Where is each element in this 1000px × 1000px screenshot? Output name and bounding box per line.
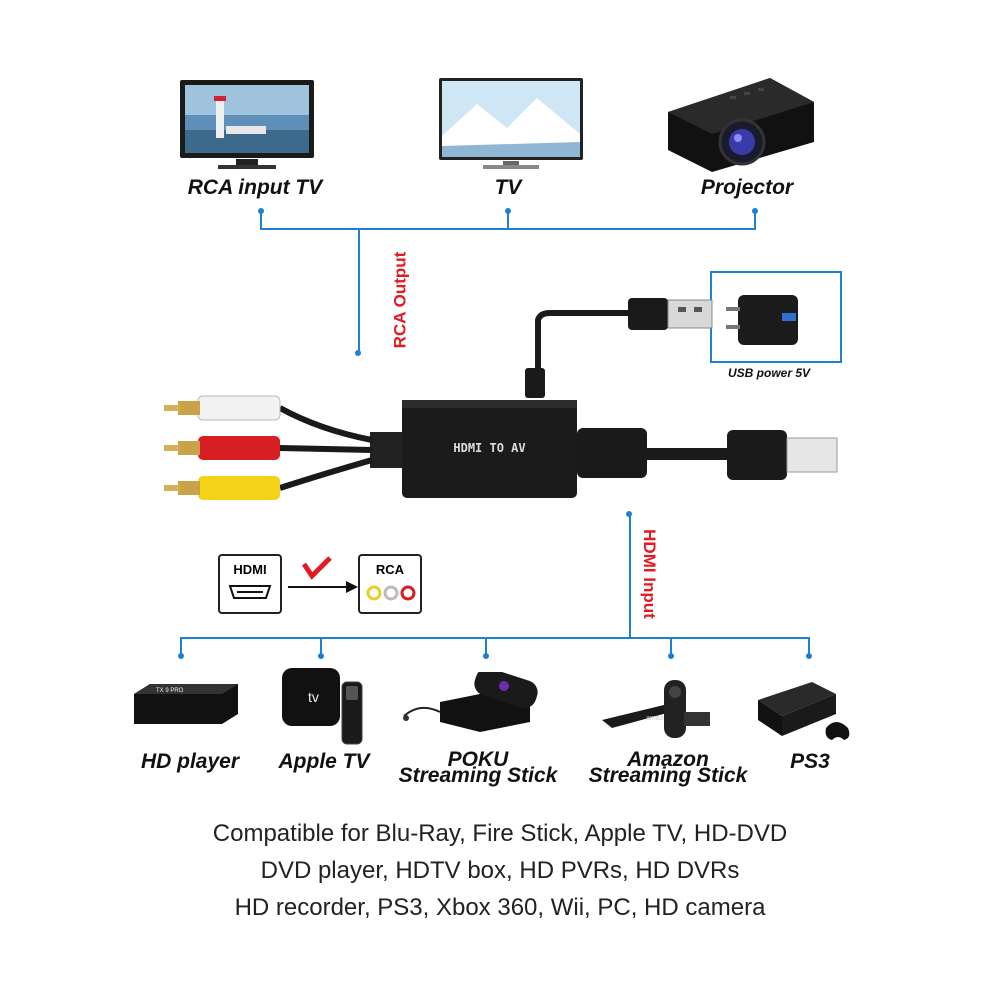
connector-dot — [318, 653, 324, 659]
connector-dot — [355, 350, 361, 356]
source-label-apple-tv: Apple TV — [278, 750, 370, 773]
usb-power-label: USB power 5V — [728, 366, 811, 380]
connector-dot — [752, 208, 758, 214]
source-label-amazon: Amazon Streaming Stick — [588, 748, 748, 787]
connector-line — [507, 212, 509, 230]
flat-tv-image — [439, 78, 583, 169]
projector-image — [668, 78, 814, 172]
apple-tv-brand: tv — [308, 689, 319, 705]
compatibility-line-3: HD recorder, PS3, Xbox 360, Wii, PC, HD … — [234, 894, 766, 921]
usb-charger-icon — [726, 295, 798, 345]
hdmi-input-label: HDMI Input — [639, 529, 659, 619]
source-label-poku-line1: POKU — [447, 748, 509, 771]
fire-stick-image: amazon — [602, 680, 710, 738]
connector-line — [808, 637, 810, 655]
source-label-amazon-line1: Amazon — [627, 748, 709, 771]
compatibility-line-2: DVD player, HDTV box, HD PVRs, HD DVRs — [260, 857, 740, 884]
connector-line — [485, 637, 487, 655]
connector-line — [754, 212, 756, 230]
output-label-tv: TV — [494, 176, 522, 199]
hdmi-badge: HDMI — [218, 554, 282, 614]
source-label-amazon-line2: Streaming Stick — [588, 764, 748, 787]
source-label-hd-player: HD player — [140, 750, 240, 773]
apple-tv-image: tv — [282, 668, 363, 745]
source-bus-line — [180, 637, 810, 639]
connector-line — [320, 637, 322, 655]
output-bus-line — [260, 228, 756, 230]
source-label-ps3: PS3 — [790, 750, 830, 773]
ps3-image — [758, 682, 850, 740]
connector-dot — [505, 208, 511, 214]
amazon-brand: amazon — [646, 715, 671, 722]
compatibility-line-1: Compatible for Blu-Ray, Fire Stick, Appl… — [212, 820, 788, 847]
hd-player-image: TX 9 PRO — [134, 684, 238, 724]
roku-image — [403, 672, 538, 732]
connector-dot — [483, 653, 489, 659]
connector-dot — [806, 653, 812, 659]
hdmi-port-icon — [228, 585, 272, 599]
rca-output-line — [358, 228, 360, 354]
connector-line — [670, 637, 672, 655]
source-label-poku: POKU Streaming Stick — [398, 748, 558, 787]
rca-badge: RCA — [358, 554, 422, 614]
source-label-poku-line2: Streaming Stick — [398, 764, 558, 787]
hd-player-brand: TX 9 PRO — [156, 688, 184, 694]
convert-arrow — [288, 556, 358, 593]
converter-label: HDMI TO AV — [453, 441, 526, 455]
connector-line — [180, 637, 182, 655]
rca-tv-image — [180, 80, 314, 169]
connector-dot — [258, 208, 264, 214]
converter-illustration — [164, 298, 838, 500]
connector-line — [260, 212, 262, 230]
rca-badge-label: RCA — [375, 562, 405, 577]
output-label-rca-tv: RCA input TV — [187, 176, 323, 199]
connector-dot — [178, 653, 184, 659]
connector-dot — [668, 653, 674, 659]
hdmi-input-line — [629, 514, 631, 638]
hdmi-badge-label: HDMI — [233, 562, 267, 577]
rca-jacks-icon — [366, 585, 416, 601]
output-label-projector: Projector — [700, 176, 794, 199]
